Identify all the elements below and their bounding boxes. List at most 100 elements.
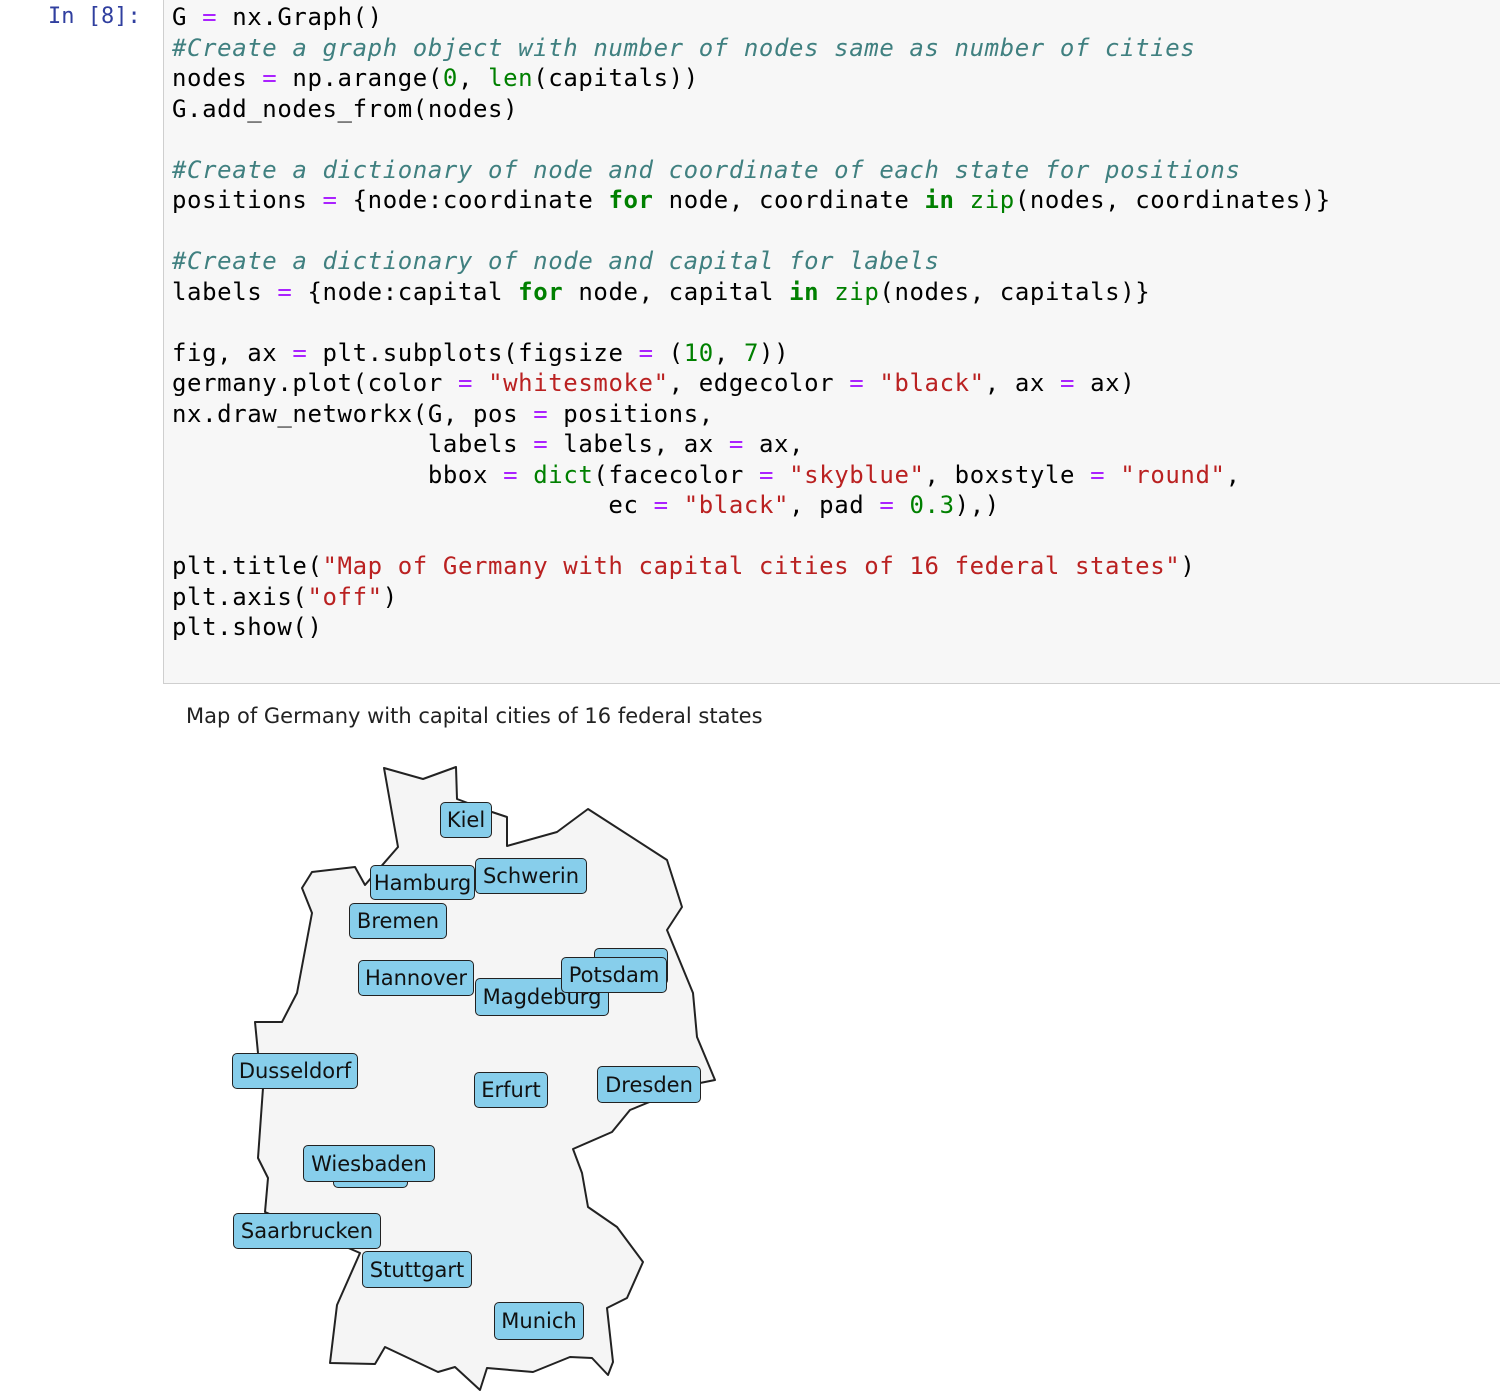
code-builtin: len [488, 64, 534, 92]
node-label-saarbrucken: Saarbrucken [233, 1213, 381, 1249]
code-number: 0.3 [909, 491, 955, 519]
code-line: G.add_nodes_from(nodes) [172, 94, 1331, 125]
code-line [172, 521, 1331, 552]
node-label-munich: Munich [494, 1302, 584, 1340]
code-text: labels, ax [548, 430, 729, 458]
node-label-dresden: Dresden [597, 1066, 701, 1103]
code-text: plt.subplots(figsize [307, 338, 639, 367]
code-keyword: in [789, 277, 820, 306]
code-text [774, 461, 789, 489]
code-cell[interactable] [163, 0, 1500, 684]
code-keyword: in [924, 186, 955, 214]
code-text: germany.plot(color [172, 369, 458, 397]
code-string: "off" [307, 582, 383, 611]
code-line [172, 124, 1331, 155]
code-line: nx.draw_networkx(G, pos = positions, [172, 399, 1331, 430]
code-comment: #Create a dictionary of node and capital… [172, 247, 940, 275]
node-label-potsdam: Potsdam [561, 957, 667, 993]
code-operator: = [262, 64, 278, 92]
code-text [819, 278, 834, 306]
code-text: ) [1180, 552, 1196, 580]
code-text: , [1225, 460, 1241, 489]
code-line: labels = labels, ax = ax, [172, 429, 1331, 460]
code-line: #Create a dictionary of node and capital… [172, 246, 1331, 277]
code-line: plt.show() [172, 612, 1331, 643]
node-label-hamburg: Hamburg [370, 865, 475, 900]
code-editor[interactable]: G = nx.Graph()#Create a graph object wit… [172, 2, 1331, 643]
code-text: G [172, 3, 203, 31]
node-label-kiel: Kiel [440, 802, 492, 838]
code-string: "round" [1120, 460, 1226, 489]
code-text: node, capital [563, 277, 790, 306]
code-keyword: for [608, 186, 654, 214]
code-line: ec = "black", pad = 0.3),) [172, 490, 1331, 521]
code-builtin: zip [834, 277, 880, 306]
code-number: 7 [743, 338, 760, 367]
code-text: positions [172, 186, 323, 214]
code-string: "black" [683, 491, 790, 519]
code-operator: = [1090, 460, 1106, 489]
input-prompt: In [8]: [48, 4, 141, 29]
code-text [864, 369, 879, 397]
code-operator: = [457, 369, 473, 397]
code-operator: = [1059, 369, 1076, 397]
code-operator: = [533, 399, 549, 428]
code-line: G = nx.Graph() [172, 2, 1331, 33]
code-operator: = [653, 491, 669, 519]
code-number: 10 [683, 338, 714, 367]
code-text: , ax [984, 369, 1060, 397]
code-text: fig, ax [172, 338, 293, 367]
code-text: positions, [548, 399, 714, 428]
code-comment: #Create a graph object with number of no… [172, 33, 1196, 62]
code-string: "whitesmoke" [488, 369, 669, 397]
code-builtin: zip [969, 186, 1015, 214]
code-text: plt.axis( [172, 582, 308, 611]
code-line [172, 307, 1331, 338]
code-line: positions = {node:coordinate for node, c… [172, 185, 1331, 216]
code-operator: = [879, 491, 895, 519]
code-comment: #Create a dictionary of node and coordin… [172, 155, 1241, 184]
code-text: ax, [743, 430, 805, 458]
code-text: ec [172, 491, 654, 519]
code-operator: = [728, 430, 744, 458]
code-text: {node:capital [292, 277, 519, 306]
node-label-bremen: Bremen [349, 903, 447, 939]
code-text: , [713, 338, 744, 367]
code-text: node, coordinate [653, 186, 925, 214]
code-text [518, 461, 533, 489]
code-keyword: for [518, 277, 564, 306]
code-text: (nodes, coordinates)} [1014, 186, 1331, 214]
code-text: nodes [172, 64, 263, 92]
code-line: plt.axis("off") [172, 582, 1331, 613]
code-text [955, 186, 970, 214]
code-operator: = [533, 430, 549, 458]
code-text: labels [172, 430, 534, 458]
code-text: plt.show() [172, 613, 323, 641]
code-text: , boxstyle [924, 460, 1091, 489]
code-text [894, 491, 909, 519]
code-text: )) [759, 338, 790, 367]
code-text: np.arange( [277, 64, 443, 92]
code-line: nodes = np.arange(0, len(capitals)) [172, 63, 1331, 94]
code-text: (capitals)) [533, 64, 699, 92]
code-text: ),) [954, 491, 1000, 519]
code-line: bbox = dict(facecolor = "skyblue", boxst… [172, 460, 1331, 491]
code-operator: = [202, 3, 218, 31]
code-text: ) [382, 582, 398, 611]
code-text: labels [172, 277, 278, 306]
code-string: "skyblue" [789, 460, 925, 489]
code-operator: = [758, 460, 775, 489]
code-text: G.add_nodes_from(nodes) [172, 94, 519, 123]
code-operator: = [292, 338, 308, 367]
code-builtin: dict [533, 460, 594, 489]
code-text: {node:coordinate [337, 186, 609, 214]
code-line: plt.title("Map of Germany with capital c… [172, 551, 1331, 582]
node-label-dusseldorf: Dusseldorf [232, 1053, 358, 1089]
code-line: #Create a graph object with number of no… [172, 33, 1331, 64]
code-operator: = [322, 186, 338, 214]
code-operator: = [638, 338, 654, 367]
code-text: (facecolor [593, 460, 759, 489]
code-text: ax) [1075, 369, 1136, 397]
code-text: nx.draw_networkx(G, pos [172, 399, 534, 428]
code-text: , edgecolor [668, 369, 850, 397]
